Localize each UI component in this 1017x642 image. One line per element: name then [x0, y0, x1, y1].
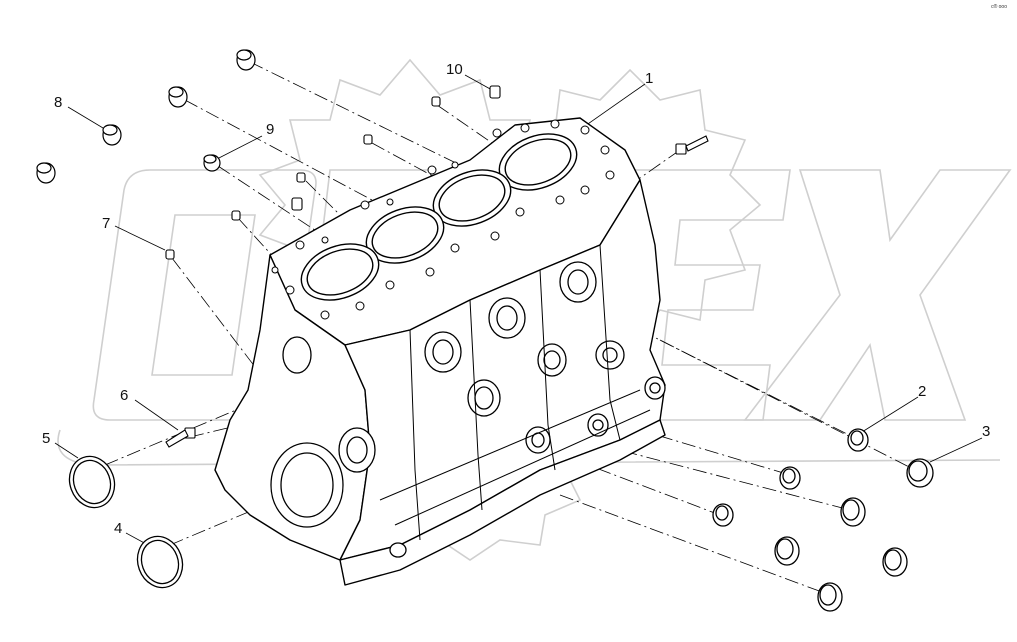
seal-ring-item-4	[136, 535, 184, 589]
callout-1: 1	[645, 70, 654, 87]
callout-3: 3	[982, 423, 991, 440]
bolt-top-right	[675, 135, 709, 155]
bolts	[165, 135, 709, 448]
cup-plug-e	[882, 547, 908, 577]
callout-9: 9	[266, 121, 275, 138]
callout-5: 5	[42, 430, 51, 447]
callout-8: 8	[54, 94, 63, 111]
cup-plug-c	[712, 503, 734, 527]
dowels	[165, 85, 501, 260]
plug-top-2	[168, 86, 188, 108]
cup-plug-d	[774, 536, 800, 566]
leader-lines	[104, 61, 916, 596]
bolt-item-6	[165, 427, 196, 448]
cup-plug-f	[817, 582, 843, 612]
callout-4: 4	[114, 520, 123, 537]
corner-code: c® ooo	[991, 4, 1007, 10]
callout-6: 6	[120, 387, 129, 404]
cylinder-bores	[300, 133, 578, 301]
plugs	[36, 49, 256, 184]
expansion-plugs	[712, 428, 934, 612]
plug-item-8	[102, 124, 122, 146]
callout-leaders	[54, 74, 983, 546]
cup-plug-item-2	[847, 428, 869, 452]
callout-2: 2	[918, 383, 927, 400]
plug-top-1	[236, 49, 256, 71]
plug-left	[36, 162, 56, 184]
seal-rings	[68, 455, 184, 589]
side-bosses	[270, 261, 666, 558]
callout-7: 7	[102, 215, 111, 232]
cup-plug-b	[840, 497, 866, 527]
block-oil-pan-rail	[339, 419, 666, 586]
seal-ring-item-5	[68, 455, 116, 509]
deck-holes	[271, 119, 615, 320]
cup-plug-a	[779, 466, 801, 490]
plug-item-9	[203, 154, 221, 172]
cup-plug-item-3	[906, 458, 934, 488]
dowel-item-10	[489, 85, 501, 99]
block-ribs	[379, 244, 651, 541]
callout-10: 10	[446, 61, 463, 78]
